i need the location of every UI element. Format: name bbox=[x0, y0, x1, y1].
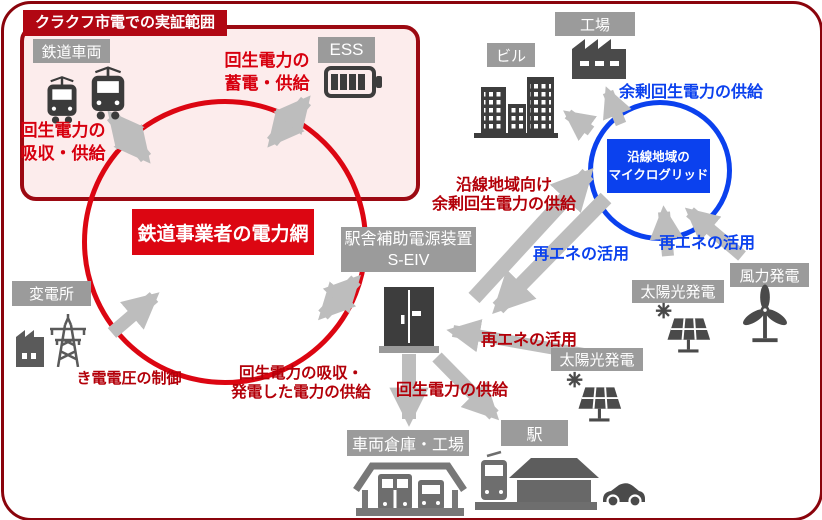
seiv-label-line1: 駅舎補助電源装置 bbox=[344, 230, 473, 248]
microgrid-box: 沿線地域の マイクログリッド bbox=[607, 139, 710, 193]
regen-store-supply-line1: 回生電力の bbox=[224, 51, 310, 70]
microgrid-label-line1: 沿線地域の bbox=[627, 150, 690, 164]
building-label: ビル bbox=[487, 43, 535, 67]
regen-store-supply-line2: 蓄電・供給 bbox=[224, 74, 310, 93]
wind-turbine-icon bbox=[743, 284, 787, 343]
renewable-use-center-label: 再エネの活用 bbox=[532, 246, 629, 263]
feeder-voltage-control-label: き電電圧の制御 bbox=[76, 370, 182, 387]
regen-absorb-supply-label: 回生電力の 吸収・供給 bbox=[8, 119, 118, 165]
microgrid-label-line2: マイクログリッド bbox=[608, 168, 709, 182]
seiv-label: 駅舎補助電源装置 S-EIV bbox=[341, 227, 476, 272]
regen-power-supply-label: 回生電力の供給 bbox=[395, 382, 508, 399]
solar-panel-icon bbox=[655, 302, 714, 353]
regen-absorb-supply-line1: 回生電力の bbox=[20, 121, 106, 140]
surplus-regen-region-line1: 沿線地域向け bbox=[455, 177, 552, 194]
regen-absorb-supply-line2: 吸収・供給 bbox=[20, 144, 106, 163]
solar-panel-icon bbox=[566, 371, 625, 422]
regen-store-supply-label: 回生電力の 蓄電・供給 bbox=[212, 49, 322, 95]
surplus-regen-region-line2: 余剰回生電力の供給 bbox=[431, 196, 576, 213]
building-icon bbox=[474, 77, 558, 138]
solar-upper-label: 太陽光発電 bbox=[632, 280, 724, 303]
rail-network-box: 鉄道事業者の電力網 bbox=[132, 209, 314, 255]
power-cabinet-icon bbox=[379, 287, 439, 353]
ess-label: ESS bbox=[318, 37, 375, 63]
wind-label: 風力発電 bbox=[730, 263, 809, 287]
surplus-regen-region-label: 沿線地域向け 余剰回生電力の供給 bbox=[424, 176, 584, 214]
surplus-regen-supply-label: 余剰回生電力の供給 bbox=[618, 84, 763, 101]
station-icon bbox=[475, 450, 645, 510]
solar-lower-label: 太陽光発電 bbox=[551, 348, 643, 371]
rail-vehicles-label: 鉄道車両 bbox=[33, 39, 110, 63]
demo-area-title: クラクフ市電での実証範囲 bbox=[23, 10, 228, 36]
factory-label: 工場 bbox=[555, 12, 635, 36]
depot-label: 車両倉庫・工場 bbox=[347, 430, 469, 456]
regen-absorb-gen-supply-line2: 発電した電力の供給 bbox=[231, 384, 371, 401]
battery-icon bbox=[324, 66, 382, 98]
seiv-label-line2: S-EIV bbox=[387, 251, 430, 269]
regen-absorb-gen-supply-line1: 回生電力の吸収・ bbox=[238, 365, 363, 382]
substation-icon bbox=[16, 314, 86, 367]
renewable-use-right-label: 再エネの活用 bbox=[658, 235, 755, 252]
regen-absorb-gen-supply-label: 回生電力の吸収・ 発電した電力の供給 bbox=[222, 364, 380, 402]
renewable-use-seiv-label: 再エネの活用 bbox=[480, 332, 577, 349]
tram-icon bbox=[91, 66, 125, 120]
factory-icon bbox=[572, 39, 626, 79]
tram-icon bbox=[47, 76, 77, 124]
depot-icon bbox=[353, 462, 467, 516]
station-label: 駅 bbox=[501, 420, 568, 446]
substation-label: 変電所 bbox=[12, 281, 91, 306]
